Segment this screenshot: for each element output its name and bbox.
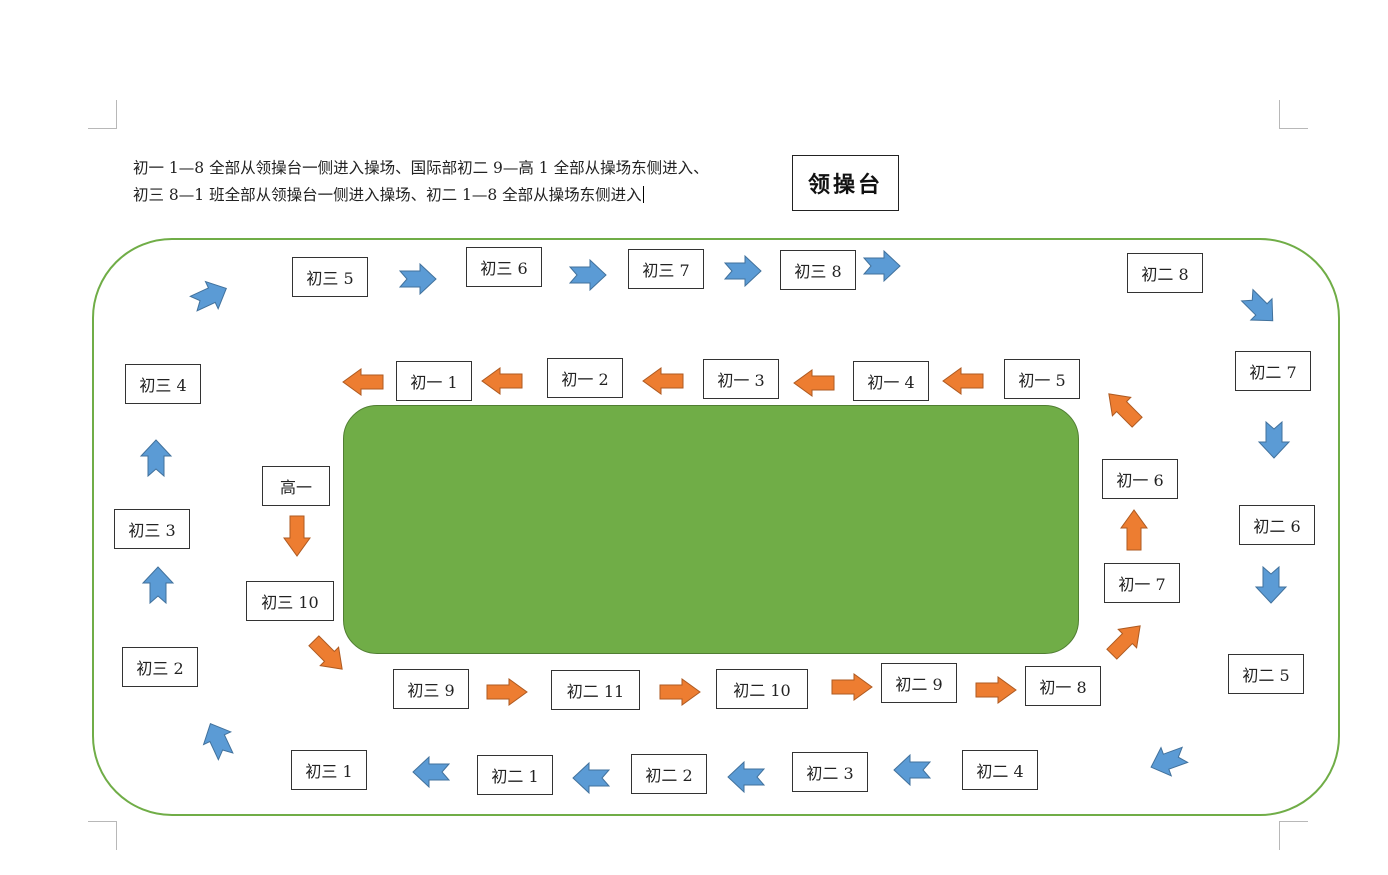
class-box-c1-8: 初一 8 (1025, 666, 1101, 706)
outer-direction-arrow (202, 723, 234, 761)
outer-direction-arrow (398, 262, 437, 296)
outer-direction-arrow (568, 258, 607, 292)
class-box-c2-4: 初二 4 (962, 750, 1038, 790)
class-box-c2-1: 初二 1 (477, 755, 553, 795)
inner-direction-arrow (793, 369, 835, 397)
page-corner-mark (88, 821, 117, 850)
inner-direction-arrow (308, 635, 343, 670)
outer-direction-arrow (862, 249, 901, 283)
track-outline (92, 238, 1340, 816)
class-box-c2-5: 初二 5 (1228, 654, 1304, 694)
class-box-c3-9: 初三 9 (393, 669, 469, 709)
outer-direction-arrow (727, 760, 766, 794)
class-box-c3-3: 初三 3 (114, 509, 190, 549)
class-box-c1-6: 初一 6 (1102, 459, 1178, 499)
class-box-c3-4: 初三 4 (125, 364, 201, 404)
class-box-c3-5: 初三 5 (292, 257, 368, 297)
page-corner-mark (88, 100, 117, 129)
inner-direction-arrow (1106, 625, 1141, 660)
class-box-c2-6: 初二 6 (1239, 505, 1315, 545)
outer-direction-arrow (1254, 565, 1288, 604)
class-box-c1-4: 初一 4 (853, 361, 929, 401)
outer-direction-arrow (572, 761, 611, 795)
class-box-c3-6: 初三 6 (466, 247, 542, 287)
class-box-c2-9: 初二 9 (881, 663, 957, 703)
inner-direction-arrow (659, 678, 701, 706)
inner-direction-arrow (942, 367, 984, 395)
class-box-c1-3: 初一 3 (703, 359, 779, 399)
inner-direction-arrow (1108, 393, 1143, 428)
outer-direction-arrow (723, 254, 762, 288)
playing-field (343, 405, 1079, 654)
inner-direction-arrow (342, 368, 384, 396)
class-box-c2-8: 初二 8 (1127, 253, 1203, 293)
podium-box: 领操台 (792, 155, 899, 211)
class-box-c2-2: 初二 2 (631, 754, 707, 794)
class-box-c2-7: 初二 7 (1235, 351, 1311, 391)
class-box-c3-2: 初三 2 (122, 647, 198, 687)
inner-direction-arrow (1120, 509, 1148, 551)
class-box-c3-1: 初三 1 (291, 750, 367, 790)
class-box-c1-7: 初一 7 (1104, 563, 1180, 603)
outer-direction-arrow (139, 439, 173, 478)
outer-direction-arrow (1257, 420, 1291, 459)
instructions-text[interactable]: 初一 1—8 全部从领操台一侧进入操场、国际部初二 9—高 1 全部从操场东侧进… (133, 155, 793, 209)
inner-direction-arrow (486, 678, 528, 706)
page-corner-mark (1279, 100, 1308, 129)
inner-direction-arrow (975, 676, 1017, 704)
class-box-c3-10: 初三 10 (246, 581, 334, 621)
class-box-c3-7: 初三 7 (628, 249, 704, 289)
inner-direction-arrow (481, 367, 523, 395)
class-box-c1-2: 初一 2 (547, 358, 623, 398)
class-box-c3-8: 初三 8 (780, 250, 856, 290)
outer-direction-arrow (412, 755, 451, 789)
class-box-c1-1: 初一 1 (396, 361, 472, 401)
instructions-line-1: 初一 1—8 全部从领操台一侧进入操场、国际部初二 9—高 1 全部从操场东侧进… (133, 159, 709, 177)
class-box-c2-11: 初二 11 (551, 670, 640, 710)
outer-direction-arrow (1240, 288, 1274, 322)
class-box-g1: 高一 (262, 466, 330, 506)
text-cursor (642, 186, 644, 203)
class-box-c1-5: 初一 5 (1004, 359, 1080, 399)
page-corner-mark (1279, 821, 1308, 850)
outer-direction-arrow (189, 280, 227, 312)
class-box-c2-3: 初二 3 (792, 752, 868, 792)
inner-direction-arrow (642, 367, 684, 395)
inner-direction-arrow (283, 515, 311, 557)
outer-direction-arrow (893, 753, 932, 787)
outer-direction-arrow (1150, 746, 1189, 777)
inner-direction-arrow (831, 673, 873, 701)
class-box-c2-10: 初二 10 (716, 669, 808, 709)
outer-direction-arrow (141, 566, 175, 605)
instructions-line-2: 初三 8—1 班全部从领操台一侧进入操场、初二 1—8 全部从操场东侧进入 (133, 186, 644, 204)
